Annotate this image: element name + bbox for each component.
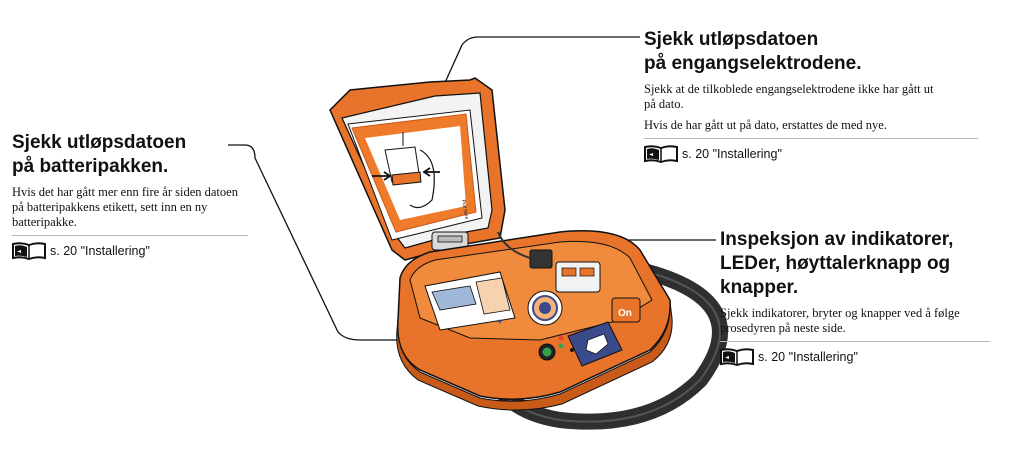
electrodes-callout: Sjekk utløpsdatoen på engangselektrodene… [644, 28, 978, 163]
electrodes-leader [419, 36, 640, 139]
lid-label: Pull here [460, 199, 469, 220]
electrodes-body-2: Hvis de har gått ut på dato, erstattes d… [644, 118, 887, 132]
battery-divider [12, 235, 248, 236]
electrodes-heading-line1: Sjekk utløpsdatoen [644, 29, 819, 50]
book-icon [12, 242, 46, 260]
electrodes-divider [644, 138, 978, 139]
electrodes-reference: s. 20 "Installering" [644, 145, 978, 163]
battery-body: Hvis det har gått mer enn fire år siden … [12, 185, 238, 229]
battery-leader [228, 144, 405, 341]
electrodes-body-1: Sjekk at de tilkoblede engangselektroden… [644, 82, 934, 111]
electrodes-heading-line2: på engangselektrodene. [644, 53, 862, 74]
aed-body: On ✦ [396, 230, 673, 411]
battery-reference: s. 20 "Installering" [12, 242, 248, 260]
indicators-divider [720, 341, 990, 342]
indicators-body: Sjekk indikatorer, bryter og knapper ved… [720, 306, 960, 335]
indicators-callout: Inspeksjon av indikatorer, LEDer, høytta… [720, 228, 990, 366]
battery-heading-line2: på batteripakken. [12, 156, 169, 177]
indicators-heading-line3: knapper. [720, 277, 799, 298]
indicators-heading-line2: LEDer, høyttalerknapp og [720, 253, 951, 274]
indicators-reference-text: s. 20 "Installering" [758, 350, 858, 364]
device-logo: ✦ [496, 317, 505, 327]
electrodes-reference-text: s. 20 "Installering" [682, 147, 782, 161]
aed-lid: Pull here [329, 77, 506, 261]
battery-callout: Sjekk utløpsdatoen på batteripakken. Hvi… [12, 131, 248, 260]
battery-reference-text: s. 20 "Installering" [50, 244, 150, 258]
book-icon [720, 348, 754, 366]
book-icon [644, 145, 678, 163]
battery-heading-line1: Sjekk utløpsdatoen [12, 132, 187, 153]
indicators-heading-line1: Inspeksjon av indikatorer, [720, 229, 954, 250]
on-label: On [618, 308, 632, 319]
indicators-reference: s. 20 "Installering" [720, 348, 990, 366]
